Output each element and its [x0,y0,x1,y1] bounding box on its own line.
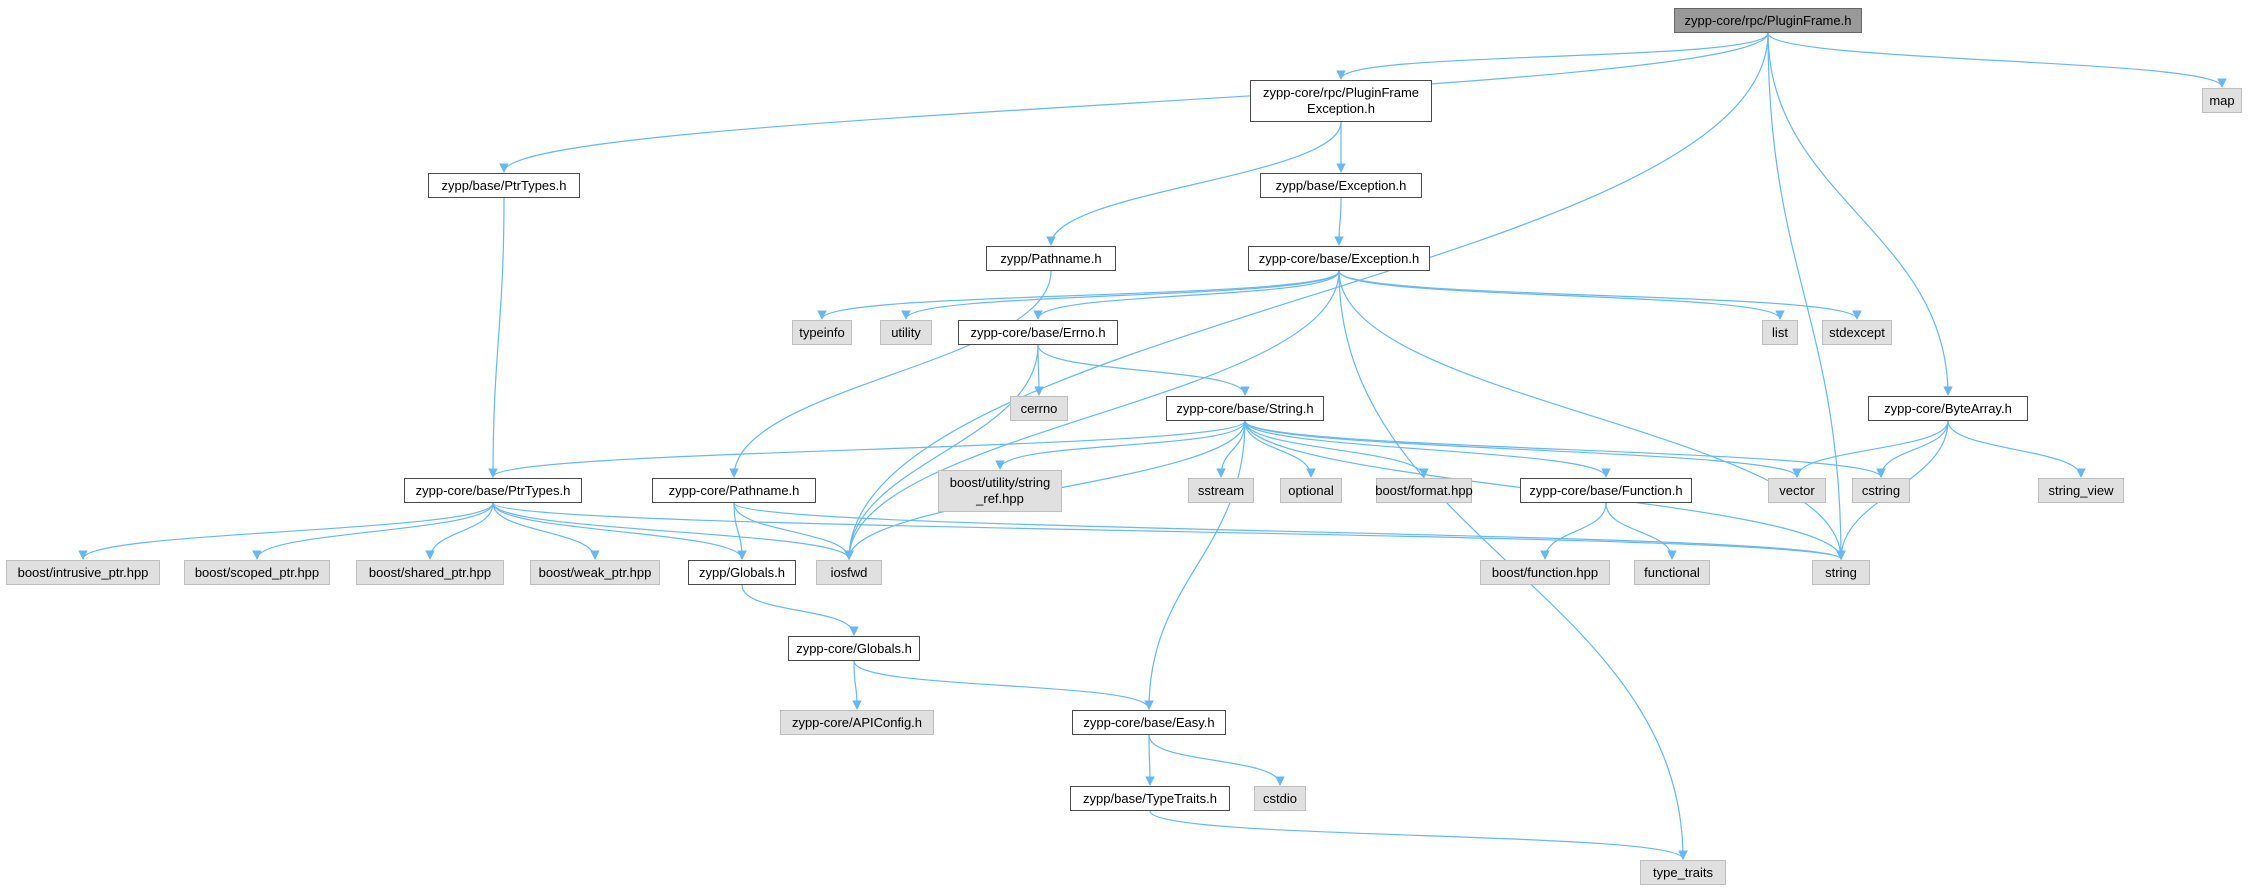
edge-cexc-to-utility [901,270,1340,320]
edge-cexc-to-iosfwd [844,270,1340,560]
node-zypp-core-base-function-h[interactable]: zypp-core/base/Function.h [1520,478,1692,503]
edge-root-to-pfexc [1336,32,1769,80]
edge-function_h-to-bfunction [1540,502,1607,560]
edge-root-to-bytearray [1767,32,1953,396]
edge-cglobals-to-apiconfig [852,660,862,710]
edge-root-to-string [1767,32,1846,560]
edge-pfexc-to-zpath [1046,121,1342,246]
node-string: string [1812,560,1870,585]
node-map: map [2202,88,2242,113]
node-cstdio: cstdio [1254,786,1306,811]
edge-cptr-to-bscoped [252,502,494,560]
edge-easy-to-cstdio [1148,734,1285,786]
edge-cexc-to-stdexcept [1338,270,1862,320]
edge-string_h-to-vector [1244,420,1802,478]
node-typeinfo: typeinfo [792,320,852,345]
edge-cexc-to-list [1338,270,1785,320]
node-zypp-core-pathname-h[interactable]: zypp-core/Pathname.h [652,478,816,503]
node-zypp-core-globals-h[interactable]: zypp-core/Globals.h [788,636,920,661]
node-type-traits: type_traits [1640,860,1726,885]
edge-bytearray-to-cstring [1876,420,1949,478]
edge-bytearray-to-string_view [1947,420,2086,478]
node-pluginframe-exception-h[interactable]: zypp-core/rpc/PluginFrame Exception.h [1250,80,1432,122]
node-iosfwd: iosfwd [816,560,882,585]
edge-cexc-to-typeinfo [817,270,1340,320]
edge-cexc-to-errno [1033,270,1340,320]
edge-cptr-to-string [492,502,1846,560]
node-boost-weak-ptr-hpp: boost/weak_ptr.hpp [530,560,660,585]
edge-cpath-to-zglobals [733,502,747,560]
node-optional: optional [1280,478,1342,503]
edge-cglobals-to-easy [853,660,1154,710]
edge-function_h-to-functional [1605,502,1677,560]
edge-cptr-to-bshared [425,502,494,560]
edge-string_h-to-function_h [1244,420,1611,478]
edge-string_h-to-optional [1244,420,1316,478]
node-zypp-globals-h[interactable]: zypp/Globals.h [688,560,796,585]
edge-cpath-to-iosfwd [733,502,854,560]
node-zypp-core-base-string-h[interactable]: zypp-core/base/String.h [1166,396,1324,421]
edge-zglobals-to-cglobals [741,584,859,636]
edge-bytearray-to-vector [1792,420,1949,478]
edge-root-to-zptr [499,32,1769,173]
edge-zexc-to-cexc [1334,197,1344,246]
node-utility: utility [880,320,932,345]
node-zypp-core-base-errno-h[interactable]: zypp-core/base/Errno.h [958,320,1118,345]
node-cstring: cstring [1852,478,1910,503]
node-boost-intrusive-ptr-hpp: boost/intrusive_ptr.hpp [6,560,160,585]
edge-zptr-to-cptr [488,197,505,478]
edge-string_h-to-bformat [1244,420,1429,478]
node-zypp-core-base-ptrtypes-h[interactable]: zypp-core/base/PtrTypes.h [404,478,582,503]
edge-errno-to-string_h [1037,344,1250,396]
node-zypp-pathname-h[interactable]: zypp/Pathname.h [986,246,1116,271]
edge-zpath-to-cpath [729,270,1052,478]
edge-cptr-to-bintr [78,502,494,560]
node-zypp-core-apiconfig-h: zypp-core/APIConfig.h [780,710,934,735]
node-functional: functional [1634,560,1710,585]
node-zypp-base-ptrtypes-h[interactable]: zypp/base/PtrTypes.h [428,173,580,198]
edge-cptr-to-bweak [492,502,600,560]
node-stdexcept: stdexcept [1822,320,1892,345]
node-list: list [1762,320,1798,345]
node-boost-scoped-ptr-hpp: boost/scoped_ptr.hpp [184,560,330,585]
edge-string_h-to-cptr [488,420,1246,478]
node-boost-format-hpp: boost/format.hpp [1375,478,1473,503]
edge-root-to-map [1767,32,2227,88]
edge-string_h-to-sstream [1216,420,1246,478]
node-root-pluginframe-h[interactable]: zypp-core/rpc/PluginFrame.h [1674,8,1862,33]
edge-easy-to-typetraits_h [1145,734,1155,786]
node-zypp-base-exception-h[interactable]: zypp/base/Exception.h [1260,173,1422,198]
node-boost-string-ref-hpp: boost/utility/string _ref.hpp [938,470,1062,512]
node-sstream: sstream [1188,478,1254,503]
node-zypp-base-typetraits-h[interactable]: zypp/base/TypeTraits.h [1070,786,1230,811]
node-zypp-core-base-exception-h[interactable]: zypp-core/base/Exception.h [1248,246,1430,271]
edge-string_h-to-cstring [1244,420,1886,478]
edge-cptr-to-zglobals [492,502,747,560]
node-zypp-core-base-easy-h[interactable]: zypp-core/base/Easy.h [1072,710,1226,735]
edge-cptr-to-iosfwd [492,502,854,560]
edge-string_h-to-easy [1144,420,1246,710]
node-cerrno: cerrno [1010,396,1068,421]
node-zypp-core-bytearray-h[interactable]: zypp-core/ByteArray.h [1868,396,2028,421]
node-vector: vector [1768,478,1826,503]
edge-typetraits_h-to-type_traits [1149,810,1688,860]
node-string-view: string_view [2038,478,2124,503]
node-boost-shared-ptr-hpp: boost/shared_ptr.hpp [356,560,504,585]
edge-string_h-to-bsref [995,420,1246,470]
edge-cexc-to-string [1338,270,1846,560]
node-boost-function-hpp: boost/function.hpp [1480,560,1610,585]
edge-root-to-iosfwd [844,32,1769,560]
edge-cpath-to-string [733,502,1846,560]
